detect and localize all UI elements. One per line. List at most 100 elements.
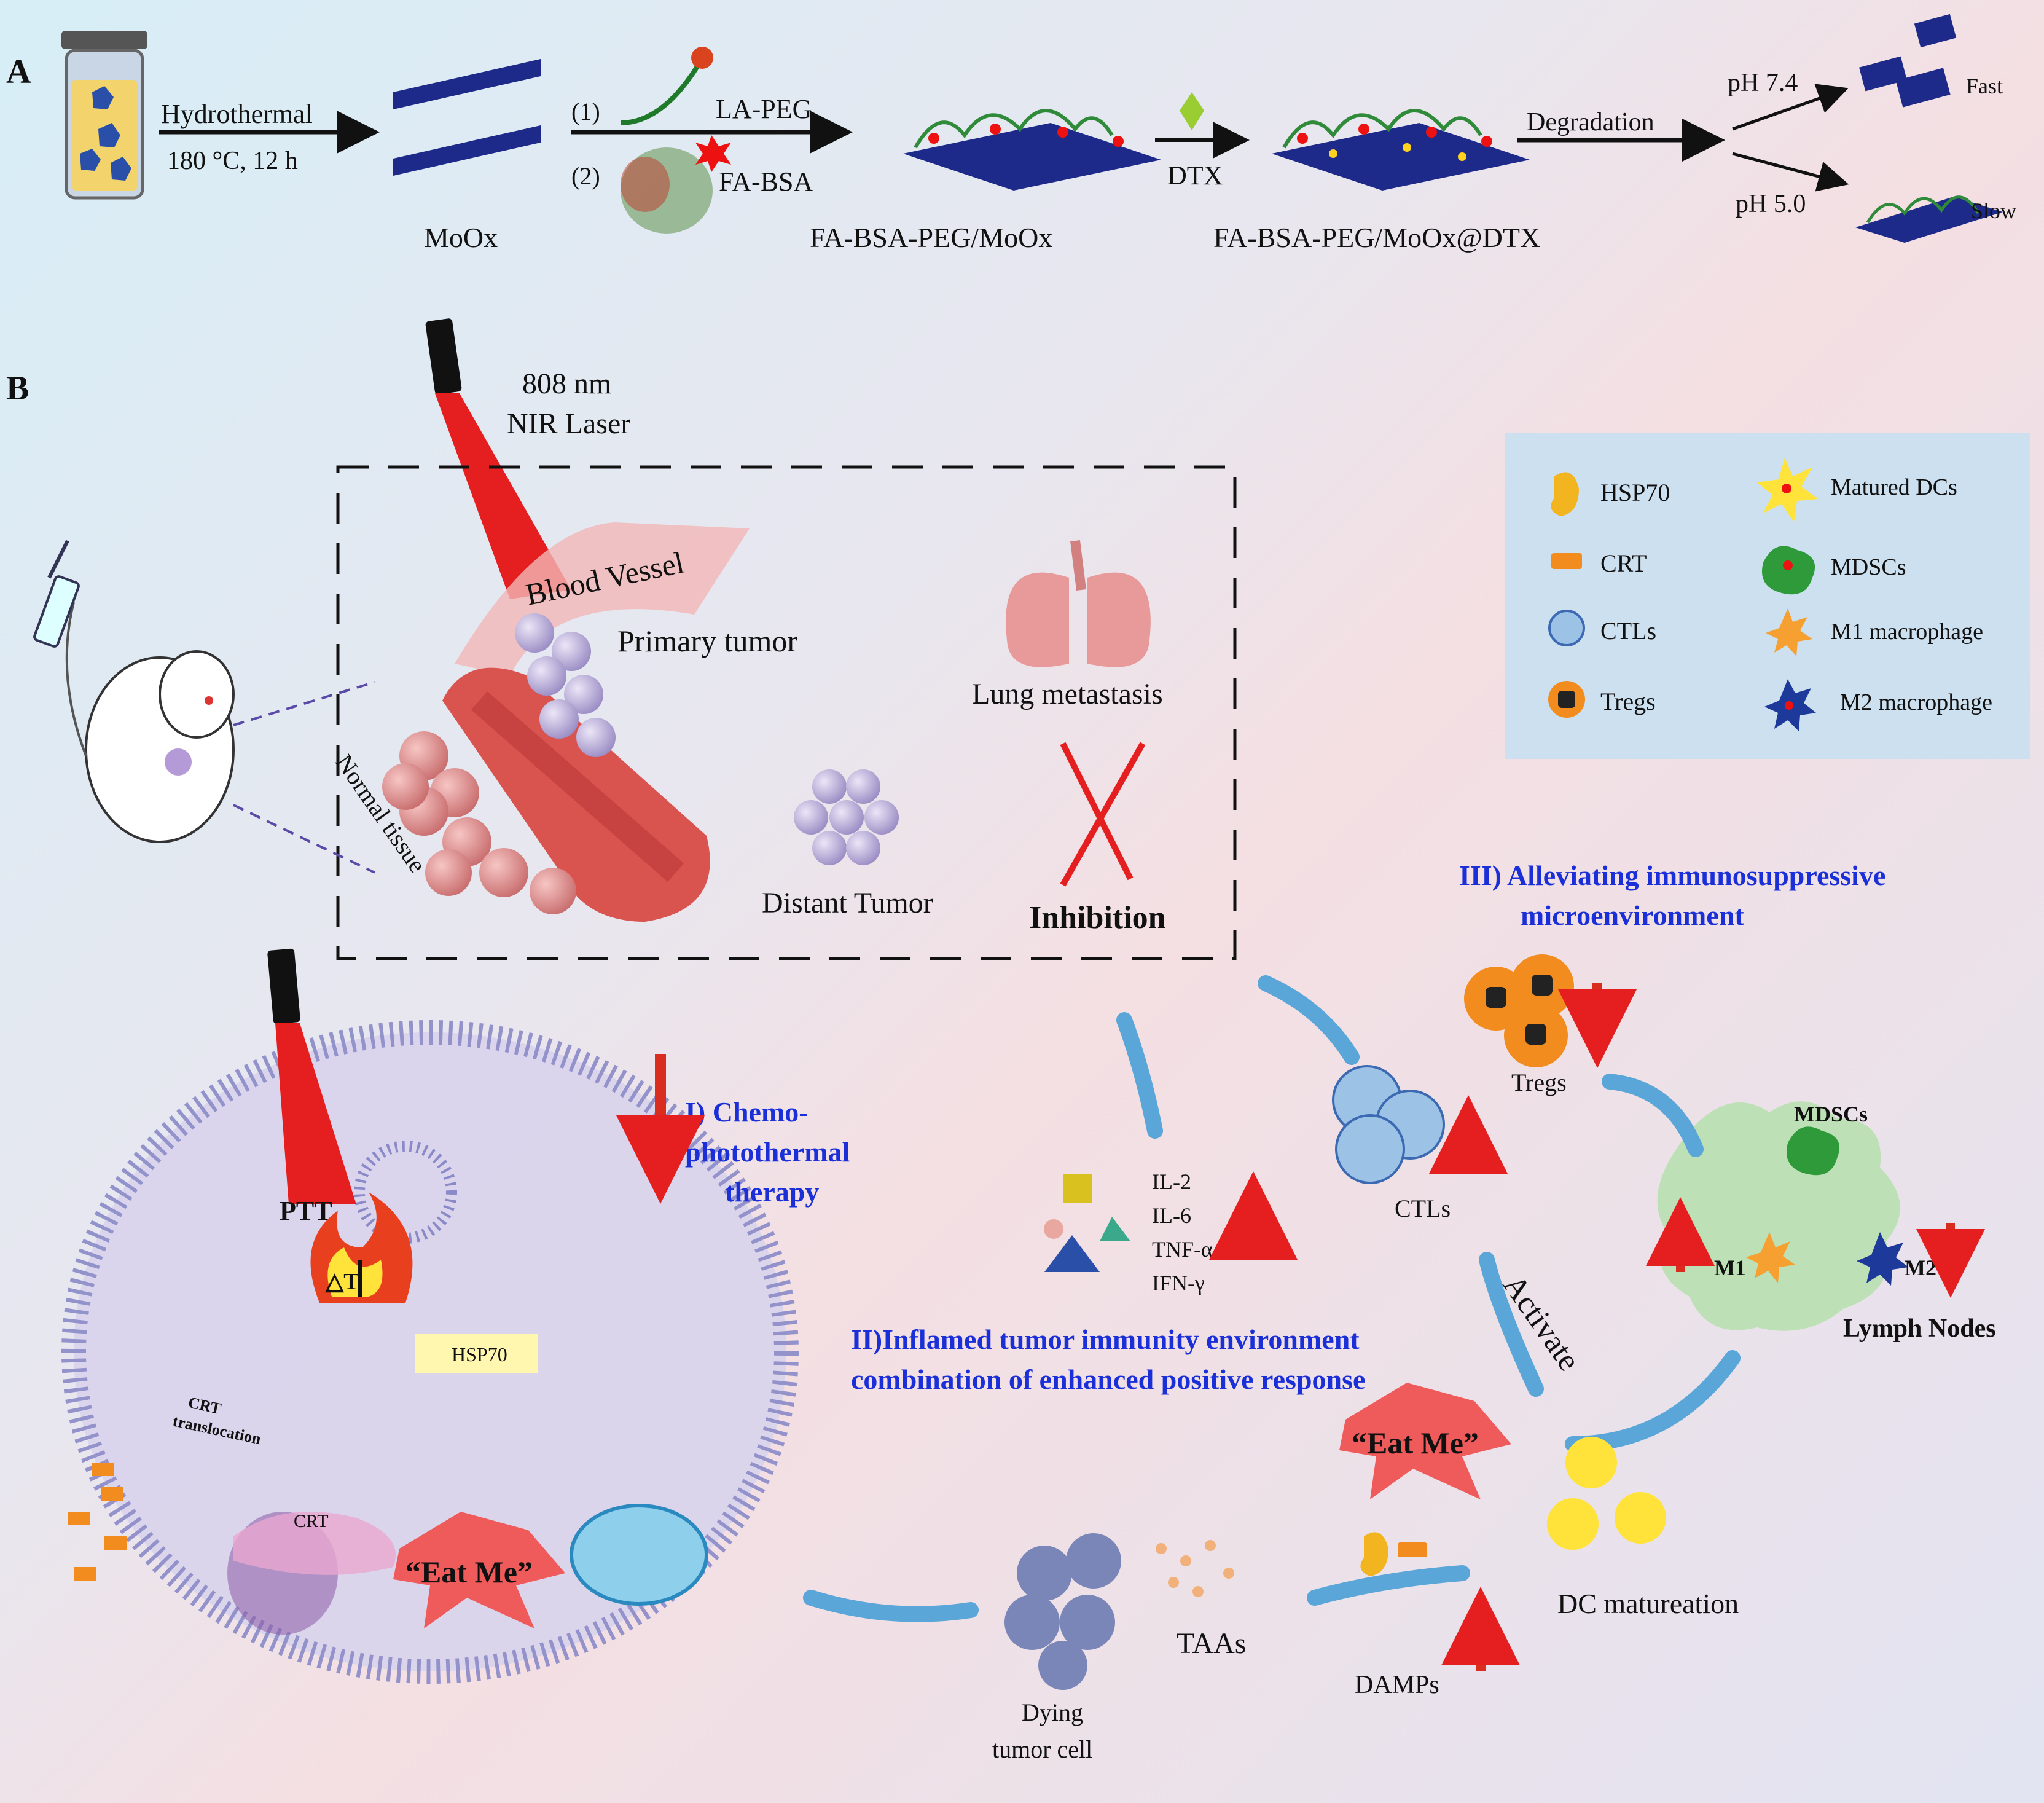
panel-b-letter: B [6, 369, 29, 407]
zoom-line-upper [233, 681, 375, 726]
step3-label-line2: microenvironment [1521, 900, 1744, 931]
taas-label: TAAs [1177, 1627, 1246, 1660]
step3-label-line1: III) Alleviating immunosuppressive [1459, 860, 1885, 891]
arrow-ctls-to-box [1258, 975, 1360, 1065]
fa-bsa-peg-moox-icon [903, 109, 1161, 191]
distant-tumor-spheres [794, 769, 899, 865]
ph74-label: pH 7.4 [1728, 69, 1798, 97]
lung-icon [1006, 540, 1151, 667]
cytokine-ifn: IFN-γ [1152, 1271, 1205, 1295]
tregs-icon [1464, 954, 1574, 1067]
step2-label-line1: II)Inflamed tumor immunity environment [851, 1324, 1360, 1355]
laser-icon-top [425, 318, 571, 599]
cytokine-shapes-icon [1044, 1174, 1130, 1272]
taas-dots-icon [1156, 1540, 1234, 1597]
autoclave-icon [61, 31, 147, 200]
step2-label: (2) [571, 162, 600, 190]
cytokine-il6: IL-6 [1152, 1203, 1191, 1228]
legend-m1: M1 macrophage [1831, 619, 1983, 645]
dying-tumor-cell-icon [1004, 1533, 1121, 1690]
degradation-label: Degradation [1527, 108, 1654, 136]
panel-b: B 808 nm NIR Laser [6, 318, 2030, 1763]
lymph-m2-icon [1857, 1232, 1908, 1286]
dc-maturation-label: DC matureation [1557, 1588, 1739, 1619]
step1-label-line2: photothermal [685, 1136, 850, 1168]
inhibition-cross-icon [1060, 742, 1146, 887]
panel-a-letter: A [6, 53, 31, 91]
mdscs-label: MDSCs [1794, 1102, 1868, 1126]
legend-tregs: Tregs [1600, 688, 1656, 715]
damps-crt-icon [1398, 1542, 1427, 1557]
dying-label-2: tumor cell [992, 1735, 1092, 1763]
arrow-ph50 [1732, 152, 1849, 192]
arrow-lymph-to-tregs [1602, 1074, 1704, 1157]
legend-ctls: CTLs [1600, 617, 1656, 645]
step1-label-line1: I) Chemo- [685, 1096, 809, 1128]
tumor-site-box [336, 465, 1237, 960]
arrow-to-dying-cell [803, 1590, 979, 1622]
drug-loaded-nanosheet-icon [1272, 109, 1530, 191]
hsp70-inner-label: HSP70 [452, 1343, 507, 1365]
primary-tumor-label: Primary tumor [617, 624, 797, 658]
laser-wavelength-label: 808 nm [522, 367, 611, 400]
primary-tumor-spheres [515, 613, 616, 757]
condition-label: 180 °C, 12 h [167, 147, 298, 175]
moox-label: MoOx [424, 222, 498, 253]
ph50-label: pH 5.0 [1736, 190, 1806, 218]
ctls-label: CTLs [1395, 1195, 1451, 1222]
normal-tissue-spheres [382, 731, 576, 914]
eat-me-burst-icon-2 [1339, 1383, 1511, 1499]
laser-icon-bottom [267, 948, 356, 1204]
m1-label: M1 [1714, 1255, 1746, 1280]
zoom-line-lower [233, 804, 375, 874]
cytokine-tnf: TNF-α [1152, 1237, 1213, 1262]
ctl-icon [1548, 610, 1585, 646]
m2-label: M2 [1905, 1255, 1936, 1280]
legend-hsp70: HSP70 [1600, 479, 1670, 506]
product2-label: FA-BSA-PEG/MoOx@DTX [1213, 222, 1540, 253]
hydrothermal-label: Hydrothermal [161, 99, 313, 129]
ctls-icon [1332, 1065, 1445, 1184]
panel-a: A Hydrothermal 180 °C, 12 h MoOx (1) LA-… [6, 14, 2016, 253]
dying-label-1: Dying [1022, 1699, 1083, 1726]
legend: HSP70 CRT CTLs Tregs Matured DCs MDSCs M… [1548, 458, 1992, 731]
crt-inner-label: CRT [294, 1511, 329, 1531]
la-peg-label: LA-PEG [716, 94, 812, 124]
inhibition-label: Inhibition [1029, 900, 1166, 935]
crt-fragments-icon [68, 1463, 127, 1581]
legend-mdscs: MDSCs [1831, 554, 1906, 580]
eat-me-label-1: “Eat Me” [405, 1555, 533, 1589]
lymph-node-icon [1657, 1101, 1900, 1331]
la-peg-head-icon [691, 47, 713, 69]
crt-icon [1551, 553, 1582, 569]
laser-type-label: NIR Laser [507, 407, 630, 440]
distant-tumor-label: Distant Tumor [762, 887, 933, 919]
legend-m2: M2 macrophage [1840, 689, 1992, 715]
slow-degradation-icon [1855, 195, 2003, 243]
la-peg-chain-icon [620, 60, 703, 125]
arrow-cytokines-to-box [1116, 1012, 1163, 1139]
dc-maturation-icon [1547, 1437, 1666, 1550]
damps-hsp70-icon [1360, 1532, 1388, 1576]
eat-me-burst-icon-1 [393, 1512, 565, 1628]
damps-label: DAMPs [1355, 1671, 1439, 1699]
cytokine-il2: IL-2 [1152, 1169, 1191, 1194]
legend-matured-dcs: Matured DCs [1831, 474, 1957, 500]
arrow-dc-to-lymph [1565, 1350, 1741, 1452]
step2-label-line2: combination of enhanced positive respons… [851, 1364, 1365, 1395]
delta-t-label: △T [325, 1269, 359, 1295]
dtx-label: DTX [1167, 160, 1223, 191]
eat-me-label-2: “Eat Me” [1352, 1426, 1479, 1460]
step1-label: (1) [571, 98, 600, 125]
m1-icon [1766, 608, 1812, 656]
moox-sheets-icon [393, 59, 541, 176]
dtx-drug-icon [1180, 92, 1204, 130]
hsp70-box [415, 1334, 538, 1373]
fa-bsa-label: FA-BSA [719, 167, 813, 197]
fa-bsa-protein-icon [621, 135, 731, 234]
product1-label: FA-BSA-PEG/MoOx [810, 222, 1052, 253]
arrow-dc-to-ctls [1479, 1252, 1544, 1397]
step1-label-line3: therapy [725, 1176, 819, 1208]
